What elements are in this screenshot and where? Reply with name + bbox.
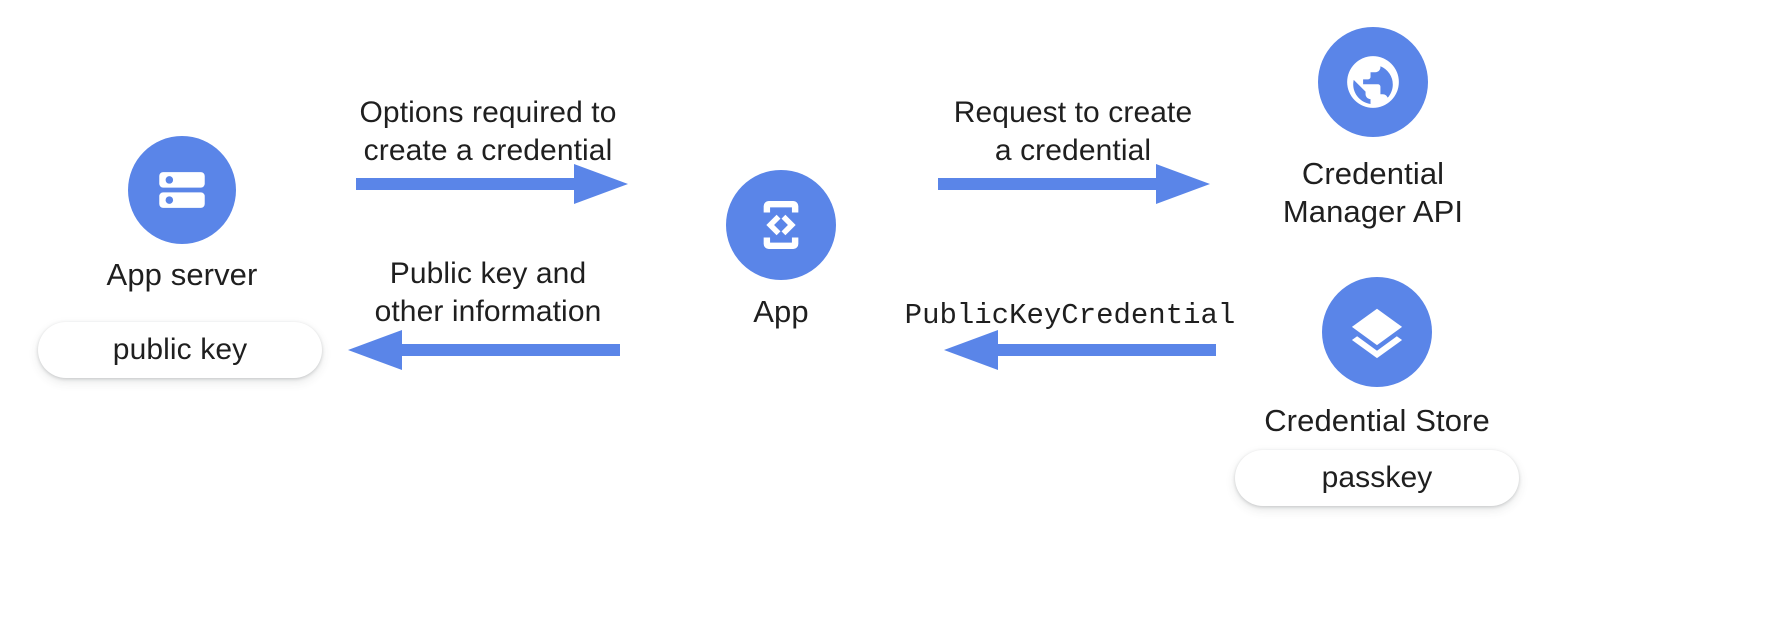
edge-label-public-key-and-other-info: Public key and other information: [374, 257, 602, 328]
edge-label-request-to-create: Request to create a credential: [953, 96, 1193, 167]
edge-label-options-required: Options required to create a credential: [359, 96, 617, 167]
credential-store-label: Credential Store: [1264, 403, 1490, 438]
app-label: App: [753, 294, 809, 329]
edge-label-publickeycredential: PublicKeyCredential: [904, 299, 1236, 332]
arrow-server-to-app: [356, 160, 628, 208]
app-server-icon-badge: [128, 136, 236, 244]
app-server-public-key-pill: public key: [38, 322, 322, 378]
credential-store-icon-badge: [1322, 277, 1432, 387]
globe-icon: [1340, 49, 1406, 115]
arrow-app-to-server: [332, 326, 620, 374]
credential-manager-api-icon-badge: [1318, 27, 1428, 137]
layers-icon: [1345, 300, 1409, 364]
server-icon: [151, 159, 213, 221]
app-code-device-icon: [749, 193, 813, 257]
app-server-label: App server: [106, 257, 258, 292]
app-icon-badge: [726, 170, 836, 280]
credential-manager-api-label: Credential Manager API: [1282, 156, 1464, 229]
arrow-credential-store-to-app: [928, 326, 1216, 374]
arrow-app-to-credential-manager-api: [938, 160, 1210, 208]
credential-store-passkey-pill: passkey: [1235, 450, 1519, 506]
